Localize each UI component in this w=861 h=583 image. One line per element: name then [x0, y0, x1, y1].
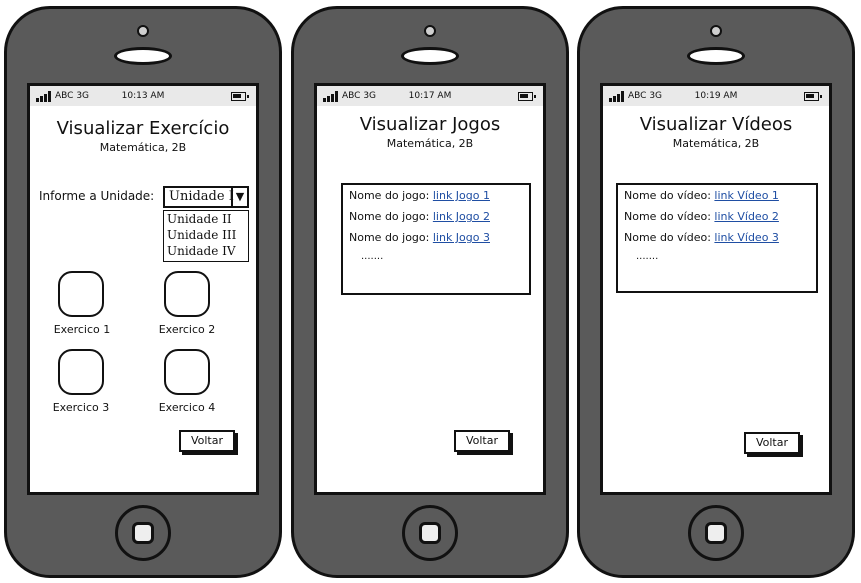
- video-link-2[interactable]: link Vídeo 2: [714, 210, 779, 223]
- signal-icon: [323, 91, 339, 102]
- exercise-label-2: Exercico 2: [158, 323, 216, 336]
- list-item: Nome do jogo: link Jogo 3: [349, 231, 490, 244]
- list-item: Nome do vídeo: link Vídeo 1: [624, 189, 779, 202]
- page-subtitle: Matemática, 2B: [99, 141, 187, 154]
- phone-videos: ABC 3G 10:19 AM Visualizar Vídeos Matemá…: [577, 6, 855, 578]
- exercise-label-3: Exercico 3: [52, 401, 110, 414]
- unit-option-4[interactable]: Unidade IV: [167, 244, 236, 258]
- video-name-label: Nome do vídeo:: [624, 210, 711, 223]
- speaker-icon: [401, 47, 459, 65]
- exercise-tile-1[interactable]: [58, 271, 104, 317]
- phone-jogos: ABC 3G 10:17 AM Visualizar Jogos Matemát…: [291, 6, 569, 578]
- video-link-3[interactable]: link Vídeo 3: [714, 231, 779, 244]
- phone-exercicio: ABC 3G 10:13 AM Visualizar Exercício Mat…: [4, 6, 282, 578]
- video-name-label: Nome do vídeo:: [624, 189, 711, 202]
- game-name-label: Nome do jogo:: [349, 210, 430, 223]
- home-button[interactable]: [115, 505, 171, 561]
- list-item: Nome do vídeo: link Vídeo 2: [624, 210, 779, 223]
- list-item: Nome do vídeo: link Vídeo 3: [624, 231, 779, 244]
- battery-icon: [518, 92, 536, 101]
- back-button[interactable]: Voltar: [744, 432, 800, 454]
- camera-icon: [137, 25, 149, 37]
- dropdown-arrow-icon[interactable]: ▼: [231, 188, 247, 206]
- carrier-label: ABC 3G: [628, 91, 663, 101]
- battery-icon: [231, 92, 249, 101]
- page-title: Visualizar Exercício: [56, 118, 230, 139]
- games-list: Nome do jogo: link Jogo 1 Nome do jogo: …: [341, 183, 531, 295]
- page-title: Visualizar Jogos: [359, 114, 501, 135]
- game-name-label: Nome do jogo:: [349, 189, 430, 202]
- status-bar: ABC 3G 10:17 AM: [317, 86, 543, 106]
- unit-option-2[interactable]: Unidade II: [167, 212, 232, 226]
- carrier-label: ABC 3G: [342, 91, 377, 101]
- page-title: Visualizar Vídeos: [639, 114, 793, 135]
- speaker-icon: [114, 47, 172, 65]
- screen-jogos: ABC 3G 10:17 AM Visualizar Jogos Matemát…: [314, 83, 546, 495]
- status-bar: ABC 3G 10:13 AM: [30, 86, 256, 106]
- page-subtitle: Matemática, 2B: [386, 137, 474, 150]
- home-button[interactable]: [402, 505, 458, 561]
- page-subtitle: Matemática, 2B: [672, 137, 760, 150]
- exercise-label-1: Exercico 1: [53, 323, 111, 336]
- carrier-label: ABC 3G: [55, 91, 90, 101]
- back-button[interactable]: Voltar: [454, 430, 510, 452]
- speaker-icon: [687, 47, 745, 65]
- list-item: Nome do jogo: link Jogo 2: [349, 210, 490, 223]
- videos-list: Nome do vídeo: link Vídeo 1 Nome do víde…: [616, 183, 818, 293]
- game-link-3[interactable]: link Jogo 3: [432, 231, 490, 244]
- unit-option-3[interactable]: Unidade III: [167, 228, 237, 242]
- signal-icon: [36, 91, 52, 102]
- camera-icon: [710, 25, 722, 37]
- status-time: 10:19 AM: [694, 91, 738, 101]
- more-indicator: .......: [636, 251, 659, 262]
- screen-videos: ABC 3G 10:19 AM Visualizar Vídeos Matemá…: [600, 83, 832, 495]
- exercise-tile-3[interactable]: [58, 349, 104, 395]
- video-link-1[interactable]: link Vídeo 1: [714, 189, 779, 202]
- unit-label: Informe a Unidade:: [39, 189, 155, 203]
- signal-icon: [609, 91, 625, 102]
- list-item: Nome do jogo: link Jogo 1: [349, 189, 490, 202]
- back-button[interactable]: Voltar: [179, 430, 235, 452]
- game-name-label: Nome do jogo:: [349, 231, 430, 244]
- screen-exercicio: ABC 3G 10:13 AM Visualizar Exercício Mat…: [27, 83, 259, 495]
- status-time: 10:13 AM: [121, 91, 165, 101]
- exercise-tile-4[interactable]: [164, 349, 210, 395]
- video-name-label: Nome do vídeo:: [624, 231, 711, 244]
- status-time: 10:17 AM: [408, 91, 452, 101]
- unit-select[interactable]: Unidade I ▼: [163, 186, 249, 208]
- game-link-2[interactable]: link Jogo 2: [432, 210, 490, 223]
- exercise-label-4: Exercico 4: [158, 401, 216, 414]
- status-bar: ABC 3G 10:19 AM: [603, 86, 829, 106]
- unit-dropdown: Unidade II Unidade III Unidade IV: [163, 210, 249, 262]
- camera-icon: [424, 25, 436, 37]
- exercise-tile-2[interactable]: [164, 271, 210, 317]
- home-button[interactable]: [688, 505, 744, 561]
- battery-icon: [804, 92, 822, 101]
- more-indicator: .......: [361, 251, 384, 262]
- unit-select-value: Unidade I: [169, 189, 234, 204]
- game-link-1[interactable]: link Jogo 1: [432, 189, 490, 202]
